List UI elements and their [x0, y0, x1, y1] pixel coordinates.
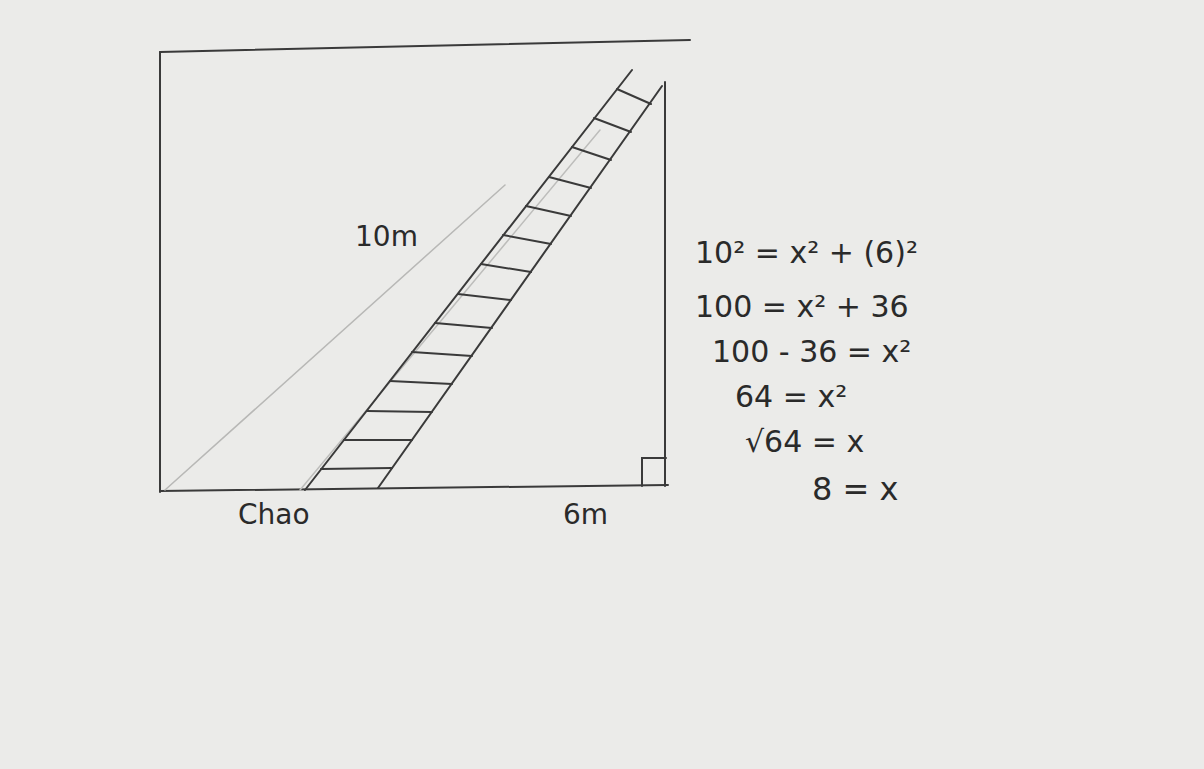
- ladder-rail: [378, 86, 662, 488]
- right-angle-mark: [642, 458, 666, 486]
- equation-line: 100 - 36 = x²: [712, 335, 911, 368]
- ladder-rung: [367, 411, 432, 412]
- ground-line: [160, 485, 668, 491]
- ladder-rung: [503, 235, 551, 244]
- ladder-rung: [344, 439, 412, 441]
- ladder-rung: [412, 352, 472, 356]
- wall-right: [664, 82, 666, 486]
- equation-line: 8 = x: [812, 472, 898, 507]
- ladder-rung: [390, 381, 452, 384]
- ladder-rung: [526, 206, 571, 216]
- ladder-rung: [572, 147, 611, 160]
- equation-line: 100 = x² + 36: [695, 290, 909, 323]
- ground-label: Chao: [238, 500, 310, 531]
- dimension-label: 6m: [563, 500, 608, 531]
- ladder-rung: [458, 294, 511, 300]
- pencil-guide: [300, 130, 600, 490]
- wall-left: [159, 52, 161, 492]
- equation-line: √64 = x: [745, 425, 864, 458]
- ladder-symbol: [305, 70, 662, 490]
- wall-top: [160, 40, 690, 52]
- ladder-rung: [594, 118, 631, 132]
- ladder-rung: [617, 89, 651, 104]
- ladder-rail: [305, 70, 632, 490]
- dimension-label: 10m: [355, 222, 418, 253]
- equation-line: 10² = x² + (6)²: [695, 236, 918, 269]
- ladder-rung: [321, 468, 392, 469]
- ladder-rung: [481, 264, 531, 272]
- equation-line: 64 = x²: [735, 380, 847, 413]
- ladder-rung: [435, 323, 492, 328]
- ladder-rung: [549, 177, 591, 188]
- pencil-guide: [165, 185, 505, 490]
